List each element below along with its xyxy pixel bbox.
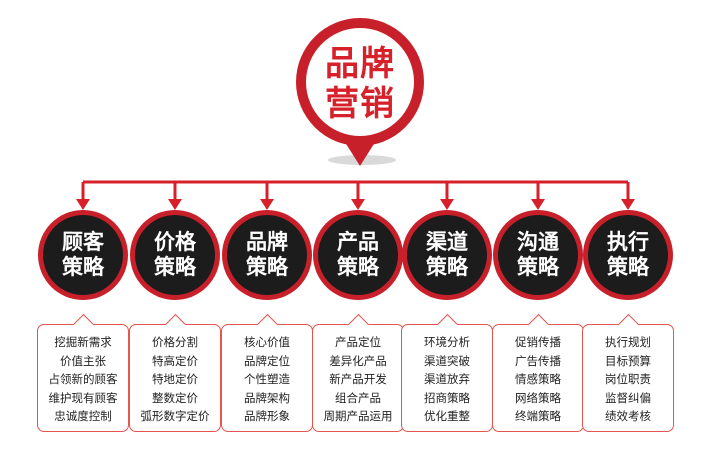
strategy-item: 整数定价 xyxy=(152,390,198,405)
strategy-item: 终端策略 xyxy=(515,409,561,423)
strategy-node: 渠道策略 xyxy=(412,230,482,280)
strategy-node: 产品策略 xyxy=(323,230,393,280)
strategy-item: 渠道放弃 xyxy=(424,372,470,386)
strategy-node-line2: 策略 xyxy=(517,255,559,279)
strategy-item: 品牌形象 xyxy=(244,409,290,423)
strategy-item: 情感策略 xyxy=(515,372,561,386)
strategy-item: 占领新的顾客 xyxy=(48,372,118,386)
strategy-item-list: 价格分割特高定价特地定价整数定价弧形数字定价 xyxy=(130,333,220,426)
strategy-item: 组合产品 xyxy=(335,390,381,405)
strategy-item: 个性塑造 xyxy=(244,372,290,386)
strategy-item: 弧形数字定价 xyxy=(140,409,210,423)
strategy-item-list: 产品定位差异化产品新产品开发组合产品周期产品运用 xyxy=(313,333,403,426)
strategy-node-line2: 策略 xyxy=(607,255,649,279)
strategy-item: 广告传播 xyxy=(515,353,561,368)
strategy-item: 挖掘新需求 xyxy=(54,335,112,349)
strategy-node-line2: 策略 xyxy=(426,255,468,279)
strategy-item: 招商策略 xyxy=(424,390,470,405)
hub-inner xyxy=(306,28,414,136)
strategy-item: 执行规划 xyxy=(605,335,651,349)
strategy-item: 特高定价 xyxy=(152,353,198,368)
strategy-card: 挖掘新需求价值主张占领新的顾客维护现有顾客忠诚度控制 xyxy=(37,313,129,432)
node-circle xyxy=(407,215,487,295)
arrow-down-icon xyxy=(440,199,454,210)
node-circle xyxy=(43,215,123,295)
arrow-down-icon xyxy=(260,199,274,210)
node-circle xyxy=(498,215,578,295)
strategy-card: 核心价值品牌定位个性塑造品牌架构品牌形象 xyxy=(221,313,313,432)
strategy-card: 环境分析渠道突破渠道放弃招商策略优化重整 xyxy=(401,313,493,432)
strategy-item: 岗位职责 xyxy=(605,372,651,386)
strategy-node: 品牌策略 xyxy=(232,230,302,280)
strategy-node-line1: 顾客 xyxy=(62,230,104,254)
strategy-card: 执行规划目标预算岗位职责监督纠偏绩效考核 xyxy=(582,313,674,432)
strategy-node-line2: 策略 xyxy=(337,255,379,279)
hub-label-line1: 品牌 xyxy=(325,44,395,84)
strategy-card: 产品定位差异化产品新产品开发组合产品周期产品运用 xyxy=(312,313,404,432)
strategy-item: 优化重整 xyxy=(424,409,470,423)
strategy-item: 核心价值 xyxy=(244,335,290,349)
strategy-item: 产品定位 xyxy=(335,335,381,349)
hub-label-line2: 营销 xyxy=(325,84,395,124)
strategy-item: 品牌定位 xyxy=(244,353,290,368)
strategy-item-list: 促销传播广告传播情感策略网络策略终端策略 xyxy=(493,333,583,426)
strategy-node-line2: 策略 xyxy=(154,255,196,279)
strategy-node: 沟通策略 xyxy=(503,230,573,280)
strategy-node: 执行策略 xyxy=(593,230,663,280)
node-circle xyxy=(588,215,668,295)
node-circle xyxy=(135,215,215,295)
arrow-down-icon xyxy=(76,199,90,210)
node-circle xyxy=(318,215,398,295)
strategy-item: 新产品开发 xyxy=(329,372,387,386)
strategy-item: 价值主张 xyxy=(60,353,106,368)
strategy-item: 绩效考核 xyxy=(605,409,651,423)
strategy-item: 忠诚度控制 xyxy=(54,409,112,423)
strategy-node-line1: 品牌 xyxy=(246,230,288,254)
strategy-item: 价格分割 xyxy=(152,335,198,349)
strategy-item-list: 挖掘新需求价值主张占领新的顾客维护现有顾客忠诚度控制 xyxy=(38,333,128,426)
strategy-item: 渠道突破 xyxy=(424,353,470,368)
strategy-node-line2: 策略 xyxy=(246,255,288,279)
strategy-item: 促销传播 xyxy=(515,335,561,349)
arrow-down-icon xyxy=(531,199,545,210)
strategy-item: 特地定价 xyxy=(152,372,198,386)
strategy-item: 网络策略 xyxy=(515,390,561,405)
arrow-down-icon xyxy=(621,199,635,210)
strategy-item: 监督纠偏 xyxy=(605,390,651,405)
strategy-item-list: 核心价值品牌定位个性塑造品牌架构品牌形象 xyxy=(222,333,312,426)
strategy-item: 目标预算 xyxy=(605,353,651,368)
strategy-node-line1: 沟通 xyxy=(517,230,559,254)
hub-label: 品牌 营销 xyxy=(300,44,420,124)
strategy-node-line1: 价格 xyxy=(154,230,196,254)
strategy-node-line1: 执行 xyxy=(607,230,649,254)
node-circle xyxy=(227,215,307,295)
strategy-item: 周期产品运用 xyxy=(323,409,393,423)
strategy-item: 差异化产品 xyxy=(329,353,387,368)
strategy-node-line2: 策略 xyxy=(62,255,104,279)
strategy-item: 品牌架构 xyxy=(244,390,290,405)
arrow-down-icon xyxy=(168,199,182,210)
strategy-node-line1: 产品 xyxy=(337,230,379,254)
arrow-down-icon xyxy=(351,199,365,210)
strategy-node: 顾客策略 xyxy=(48,230,118,280)
strategy-card: 促销传播广告传播情感策略网络策略终端策略 xyxy=(492,313,584,432)
strategy-item: 环境分析 xyxy=(424,335,470,349)
strategy-item-list: 环境分析渠道突破渠道放弃招商策略优化重整 xyxy=(402,333,492,426)
strategy-card: 价格分割特高定价特地定价整数定价弧形数字定价 xyxy=(129,313,221,432)
strategy-node: 价格策略 xyxy=(140,230,210,280)
strategy-node-line1: 渠道 xyxy=(426,230,468,254)
strategy-item-list: 执行规划目标预算岗位职责监督纠偏绩效考核 xyxy=(583,333,673,426)
strategy-item: 维护现有顾客 xyxy=(48,390,118,405)
